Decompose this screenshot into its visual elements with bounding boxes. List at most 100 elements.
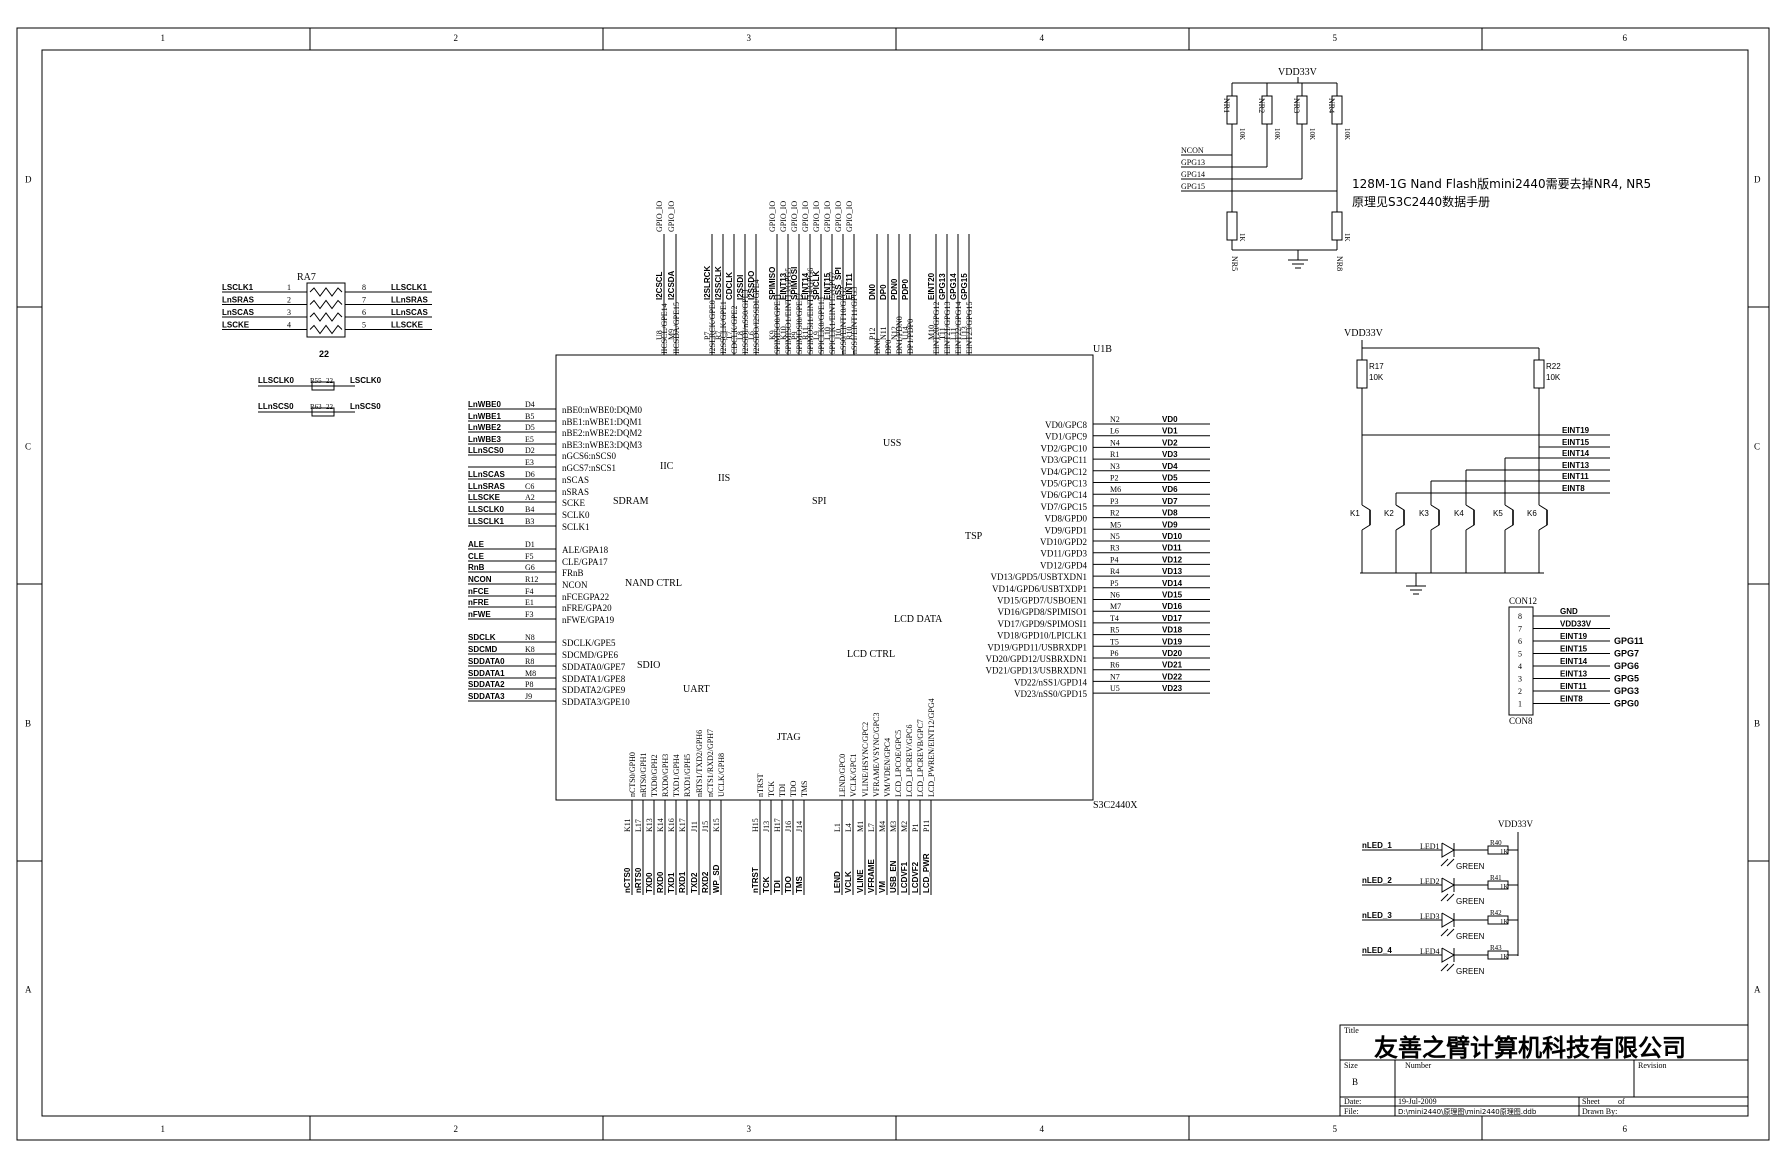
con-pin-alt: GPG0	[1614, 699, 1639, 709]
right-pin-name: VD2/GPC10	[1040, 443, 1087, 453]
group-nand: NAND CTRL	[625, 578, 682, 589]
top-pin-net: I2SSDO	[747, 271, 756, 300]
frame-row-left: D	[25, 175, 32, 185]
r63-ref: R63	[310, 403, 322, 411]
led-r-ref: R41	[1490, 874, 1502, 882]
top-pin-number: L6	[747, 331, 756, 340]
con-pin-number: 7	[1518, 625, 1522, 634]
tb-title-label: Title	[1344, 1026, 1359, 1035]
top-pin-net: DN0	[868, 283, 877, 300]
top-pin-name: EINT23/GPG15	[965, 302, 974, 354]
bottom-pin-name: VLINE/HSYNC/GPC2	[861, 722, 870, 797]
led-color: GREEN	[1456, 967, 1485, 976]
tb-date: 19-Jul-2009	[1398, 1097, 1437, 1106]
bottom-pin-name: UCLK/GPH8	[717, 753, 726, 797]
right-pin-name: VD9/GPD1	[1044, 525, 1087, 535]
left-pin-name: SCKE	[562, 498, 586, 508]
bottom-pin-name: TDI	[778, 783, 787, 797]
right-pin-number: N2	[1110, 415, 1120, 424]
ra7-left-net: LnSRAS	[222, 296, 255, 305]
top-pin-net: EINT14	[801, 272, 810, 300]
right-pin-number: R1	[1110, 450, 1119, 459]
top-pin-net: nSS_SPI	[834, 267, 843, 300]
nand-pullup-value: 10K	[1238, 128, 1246, 140]
con12-ref: CON12	[1509, 596, 1537, 606]
frame-col-top: 2	[454, 33, 459, 43]
right-pin-net: VD22	[1162, 672, 1183, 681]
bottom-pin-net: TXD1	[667, 872, 676, 893]
left-pin-number: B5	[525, 412, 534, 421]
led-color: GREEN	[1456, 897, 1485, 906]
left-pin-name: CLE/GPA17	[562, 557, 608, 567]
top-pin-net: DP0	[879, 284, 888, 300]
bottom-pin-net: RXD0	[656, 871, 665, 893]
frame-col-top: 3	[747, 33, 752, 43]
led-color: GREEN	[1456, 932, 1485, 941]
top-pin-name: SPIMISO1/EINT13/GPG5	[784, 268, 793, 354]
left-pin-net: SDCMD	[468, 645, 498, 654]
right-pin-name: VD19/GPD11/USBRXDP1	[987, 642, 1087, 652]
bottom-pin-net: LCD_PWR	[922, 853, 931, 893]
left-pin-name: nBE1:nWBE1:DQM1	[562, 417, 642, 427]
bottom-pin-number: J16	[784, 821, 793, 832]
nand-note-line1: 128M-1G Nand Flash版mini2440需要去掉NR4, NR5	[1352, 177, 1651, 191]
right-pin-net: VD5	[1162, 474, 1178, 483]
left-pin-number: M8	[525, 669, 536, 678]
tb-sheet-label: Sheet	[1582, 1097, 1601, 1106]
r17-value: 10K	[1369, 373, 1384, 382]
nand-net-gpg13: GPG13	[1181, 158, 1205, 167]
con-pin-alt: GPG6	[1614, 661, 1639, 671]
r63-value: 22	[326, 403, 334, 411]
key-ref: K2	[1384, 509, 1394, 518]
left-pin-name: FRnB	[562, 568, 584, 578]
chip-body	[555, 354, 1094, 801]
right-pin-net: VD12	[1162, 555, 1183, 564]
r17-body	[1356, 359, 1368, 389]
bottom-pin-number: K13	[645, 818, 654, 832]
left-pin-number: D6	[525, 470, 535, 479]
frame-col-top: 4	[1040, 33, 1045, 43]
ra7-zigzag	[309, 312, 343, 322]
tb-number-label: Number	[1405, 1061, 1432, 1070]
left-pin-name: SDDATA2/GPE9	[562, 685, 626, 695]
led-r-ref: R42	[1490, 909, 1502, 917]
nand-net-ncon: NCON	[1181, 146, 1204, 155]
left-pin-name: SDDATA1/GPE8	[562, 674, 626, 684]
right-pin-name: VD1/GPC9	[1045, 432, 1088, 442]
bottom-pin-name: nCTS0/GPH0	[628, 752, 637, 797]
right-pin-net: VD23	[1162, 684, 1183, 693]
group-sdram: SDRAM	[613, 496, 649, 507]
r63-right-net: LnSCS0	[350, 402, 381, 411]
bottom-pin-net: nCTS0	[623, 867, 632, 893]
led-r-ref: R40	[1490, 839, 1502, 847]
frame-row-left: B	[25, 719, 31, 729]
right-pin-net: VD20	[1162, 649, 1183, 658]
top-pin-net: EINT20	[927, 272, 936, 300]
bottom-pin-number: L4	[844, 823, 853, 832]
leds-vcc-label: VDD33V	[1498, 819, 1533, 829]
right-pin-number: N6	[1110, 591, 1120, 600]
right-pin-number: P5	[1110, 579, 1118, 588]
tb-file: D:\mini2440\原理图\mini2440原理图.ddb	[1398, 1108, 1537, 1116]
top-pin-number: L10	[823, 327, 832, 340]
left-pin-net: LnWBE0	[468, 400, 501, 409]
bottom-pin-net: VFRAME	[867, 859, 876, 893]
frame-col-top: 5	[1333, 33, 1338, 43]
right-pin-net: VD1	[1162, 427, 1178, 436]
bottom-pin-number: J14	[795, 821, 804, 832]
frame-row-right: B	[1754, 719, 1760, 729]
bottom-pin-name: LCD_PWREN/EINT12/GPG4	[927, 698, 936, 797]
right-pin-name: VD4/GPC12	[1040, 467, 1087, 477]
bottom-pin-net: TXD2	[690, 872, 699, 893]
bottom-pin-net: VCLK	[844, 871, 853, 893]
top-pin-number: K9	[768, 330, 777, 340]
group-uart: UART	[683, 684, 710, 695]
bottom-pin-number: J15	[701, 821, 710, 832]
inner-frame	[41, 49, 1749, 1117]
top-pin-gpio: GPIO_IO	[667, 201, 676, 232]
top-pin-number: P12	[868, 328, 877, 340]
frame-col-bottom: 4	[1040, 1124, 1045, 1134]
r63-left-net: LLnSCS0	[258, 402, 294, 411]
left-pin-name: ALE/GPA18	[562, 545, 609, 555]
title-block: Title 友善之臂计算机科技有限公司 Size B Number Revisi…	[1339, 1024, 1749, 1117]
